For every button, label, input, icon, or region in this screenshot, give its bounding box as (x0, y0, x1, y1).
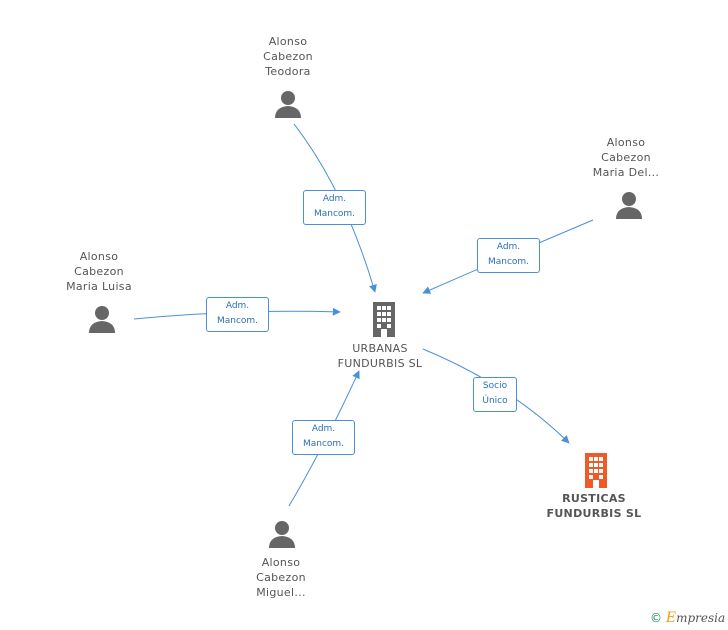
node-label-urbanas: URBANAS FUNDURBIS SL (328, 341, 432, 371)
edge-label-line: Único (482, 396, 508, 406)
node-label-line: Miguel... (256, 586, 306, 599)
node-label-line: Alonso (79, 250, 119, 263)
edge-label-line: Socio (482, 381, 508, 391)
node-label-maria-del: Alonso Cabezon Maria Del... (583, 135, 669, 180)
node-label-line: Cabezon (263, 50, 313, 63)
edge-label-teodora: Adm. Mancom. (303, 190, 366, 225)
edge-label-line: Mancom. (216, 316, 259, 326)
node-label-line: Cabezon (256, 571, 306, 584)
edge-label-maria-del: Adm. Mancom. (477, 238, 540, 273)
node-label-line: Cabezon (74, 265, 124, 278)
edge-label-line: Adm. (496, 242, 521, 252)
edge-label-line: Mancom. (487, 257, 530, 267)
brand-initial: E (665, 610, 677, 626)
edge-label-line: Adm. (322, 194, 347, 204)
node-label-line: FUNDURBIS SL (546, 507, 642, 520)
edge-label-line: Adm. (225, 301, 250, 311)
node-label-rusticas: RUSTICAS FUNDURBIS SL (538, 491, 650, 521)
person-icon[interactable] (274, 89, 302, 119)
edge-label-miguel: Adm. Mancom. (292, 420, 355, 455)
node-label-line: RUSTICAS (562, 492, 626, 505)
node-label-line: Alonso (261, 556, 301, 569)
node-label-line: Alonso (606, 136, 646, 149)
brand-name: mpresia (676, 611, 726, 625)
building-icon[interactable] (581, 452, 611, 488)
person-icon[interactable] (88, 304, 116, 334)
edge-label-line: Adm. (311, 424, 336, 434)
node-label-line: Alonso (268, 35, 308, 48)
person-icon[interactable] (268, 519, 296, 549)
edge-label-maria-luisa: Adm. Mancom. (206, 297, 269, 332)
node-label-line: Teodora (265, 65, 311, 78)
node-label-teodora: Alonso Cabezon Teodora (248, 34, 328, 79)
edge-label-line: Mancom. (313, 209, 356, 219)
person-icon[interactable] (615, 190, 643, 220)
copyright-symbol: © (650, 611, 662, 625)
node-label-maria-luisa: Alonso Cabezon Maria Luisa (56, 249, 142, 294)
building-icon[interactable] (369, 301, 399, 337)
node-label-line: Maria Luisa (66, 280, 132, 293)
empresia-watermark[interactable]: © Empresia (650, 610, 725, 626)
edge-label-line: Mancom. (302, 439, 345, 449)
node-label-line: Maria Del... (592, 166, 660, 179)
edge-label-rusticas: Socio Único (473, 377, 517, 412)
node-label-miguel: Alonso Cabezon Miguel... (238, 555, 324, 600)
node-label-line: FUNDURBIS SL (337, 357, 423, 370)
node-label-line: Cabezon (601, 151, 651, 164)
node-label-line: URBANAS (352, 342, 408, 355)
